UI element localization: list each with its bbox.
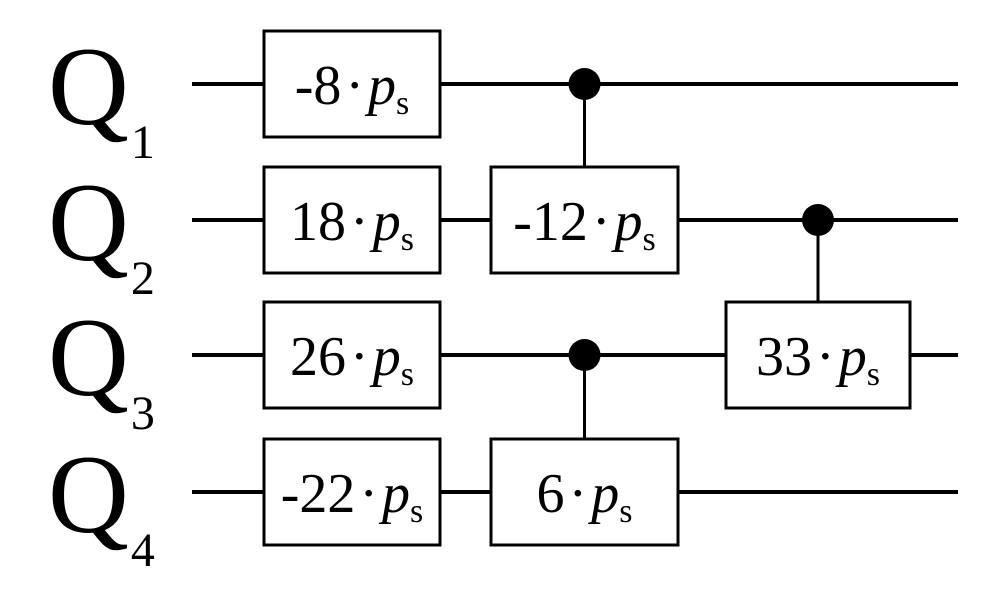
control-connections: [568, 68, 834, 439]
qubit-letter: Q: [48, 25, 129, 149]
gate-2: 26·ps: [262, 300, 442, 410]
gate-param-sub: s: [396, 85, 409, 122]
qubit-wires: [192, 82, 958, 494]
qubit-label-q3: Q3: [48, 296, 155, 440]
gate-3: -22·ps: [262, 437, 442, 547]
gate-label: 26·ps: [290, 326, 414, 393]
gate-label: 33·ps: [756, 326, 880, 393]
gate-param-sub: s: [401, 221, 414, 258]
gate-param-sub: s: [619, 493, 632, 530]
gate-param: p: [378, 463, 410, 525]
qubit-label-q2: Q2: [48, 161, 155, 305]
gate-box: [262, 300, 442, 410]
gate-box: [489, 437, 680, 547]
gate-multiply-dot: ·: [345, 55, 364, 117]
gate-param: p: [369, 326, 401, 388]
gate-coefficient: -8: [295, 55, 342, 117]
qubit-letter: Q: [48, 161, 129, 285]
qubit-label-q1: Q1: [48, 25, 155, 169]
gate-param: p: [587, 463, 619, 525]
gate-label: -12·ps: [513, 191, 656, 258]
qubit-letter: Q: [48, 296, 129, 420]
gate-param-sub: s: [401, 356, 414, 393]
gate-coefficient: 18: [290, 191, 346, 253]
gate-label: -22·ps: [281, 463, 424, 530]
gate-label: 18·ps: [290, 191, 414, 258]
qubit-label-q4: Q4: [48, 433, 155, 577]
gate-multiply-dot: ·: [350, 191, 369, 253]
gate-box: [262, 165, 442, 275]
gate-1: 18·ps: [262, 165, 442, 275]
qubit-index: 4: [131, 524, 155, 577]
gate-4: -12·ps: [489, 165, 680, 275]
gate-coefficient: 26: [290, 326, 346, 388]
gate-multiply-dot: ·: [592, 191, 611, 253]
gate-param: p: [611, 191, 643, 253]
gate-6: 33·ps: [724, 300, 912, 410]
qubit-letter: Q: [48, 433, 129, 557]
gate-param-sub: s: [867, 356, 880, 393]
gate-0: -8·ps: [262, 29, 442, 139]
gate-label: 6·ps: [537, 463, 633, 530]
gate-param-sub: s: [643, 221, 656, 258]
gate-multiply-dot: ·: [359, 463, 378, 525]
gate-multiply-dot: ·: [816, 326, 835, 388]
qubit-index: 3: [131, 387, 155, 440]
gate-param: p: [835, 326, 867, 388]
gate-param-sub: s: [410, 493, 423, 530]
gate-box: [262, 437, 442, 547]
gate-param: p: [369, 191, 401, 253]
gate-multiply-dot: ·: [569, 463, 588, 525]
qubit-index: 2: [131, 252, 155, 305]
gate-coefficient: -22: [281, 463, 356, 525]
gate-multiply-dot: ·: [350, 326, 369, 388]
gate-label: -8·ps: [295, 55, 410, 122]
gate-coefficient: 33: [756, 326, 812, 388]
qubit-index: 1: [131, 116, 155, 169]
gate-box: [724, 300, 912, 410]
gate-coefficient: -12: [513, 191, 588, 253]
gate-box: [262, 29, 442, 139]
control-dot-4: [568, 68, 601, 100]
gate-coefficient: 6: [537, 463, 565, 525]
gate-5: 6·ps: [489, 437, 680, 547]
control-dot-6: [802, 204, 834, 236]
control-dot-5: [568, 339, 601, 371]
gate-param: p: [364, 55, 396, 117]
gate-box: [489, 165, 680, 275]
